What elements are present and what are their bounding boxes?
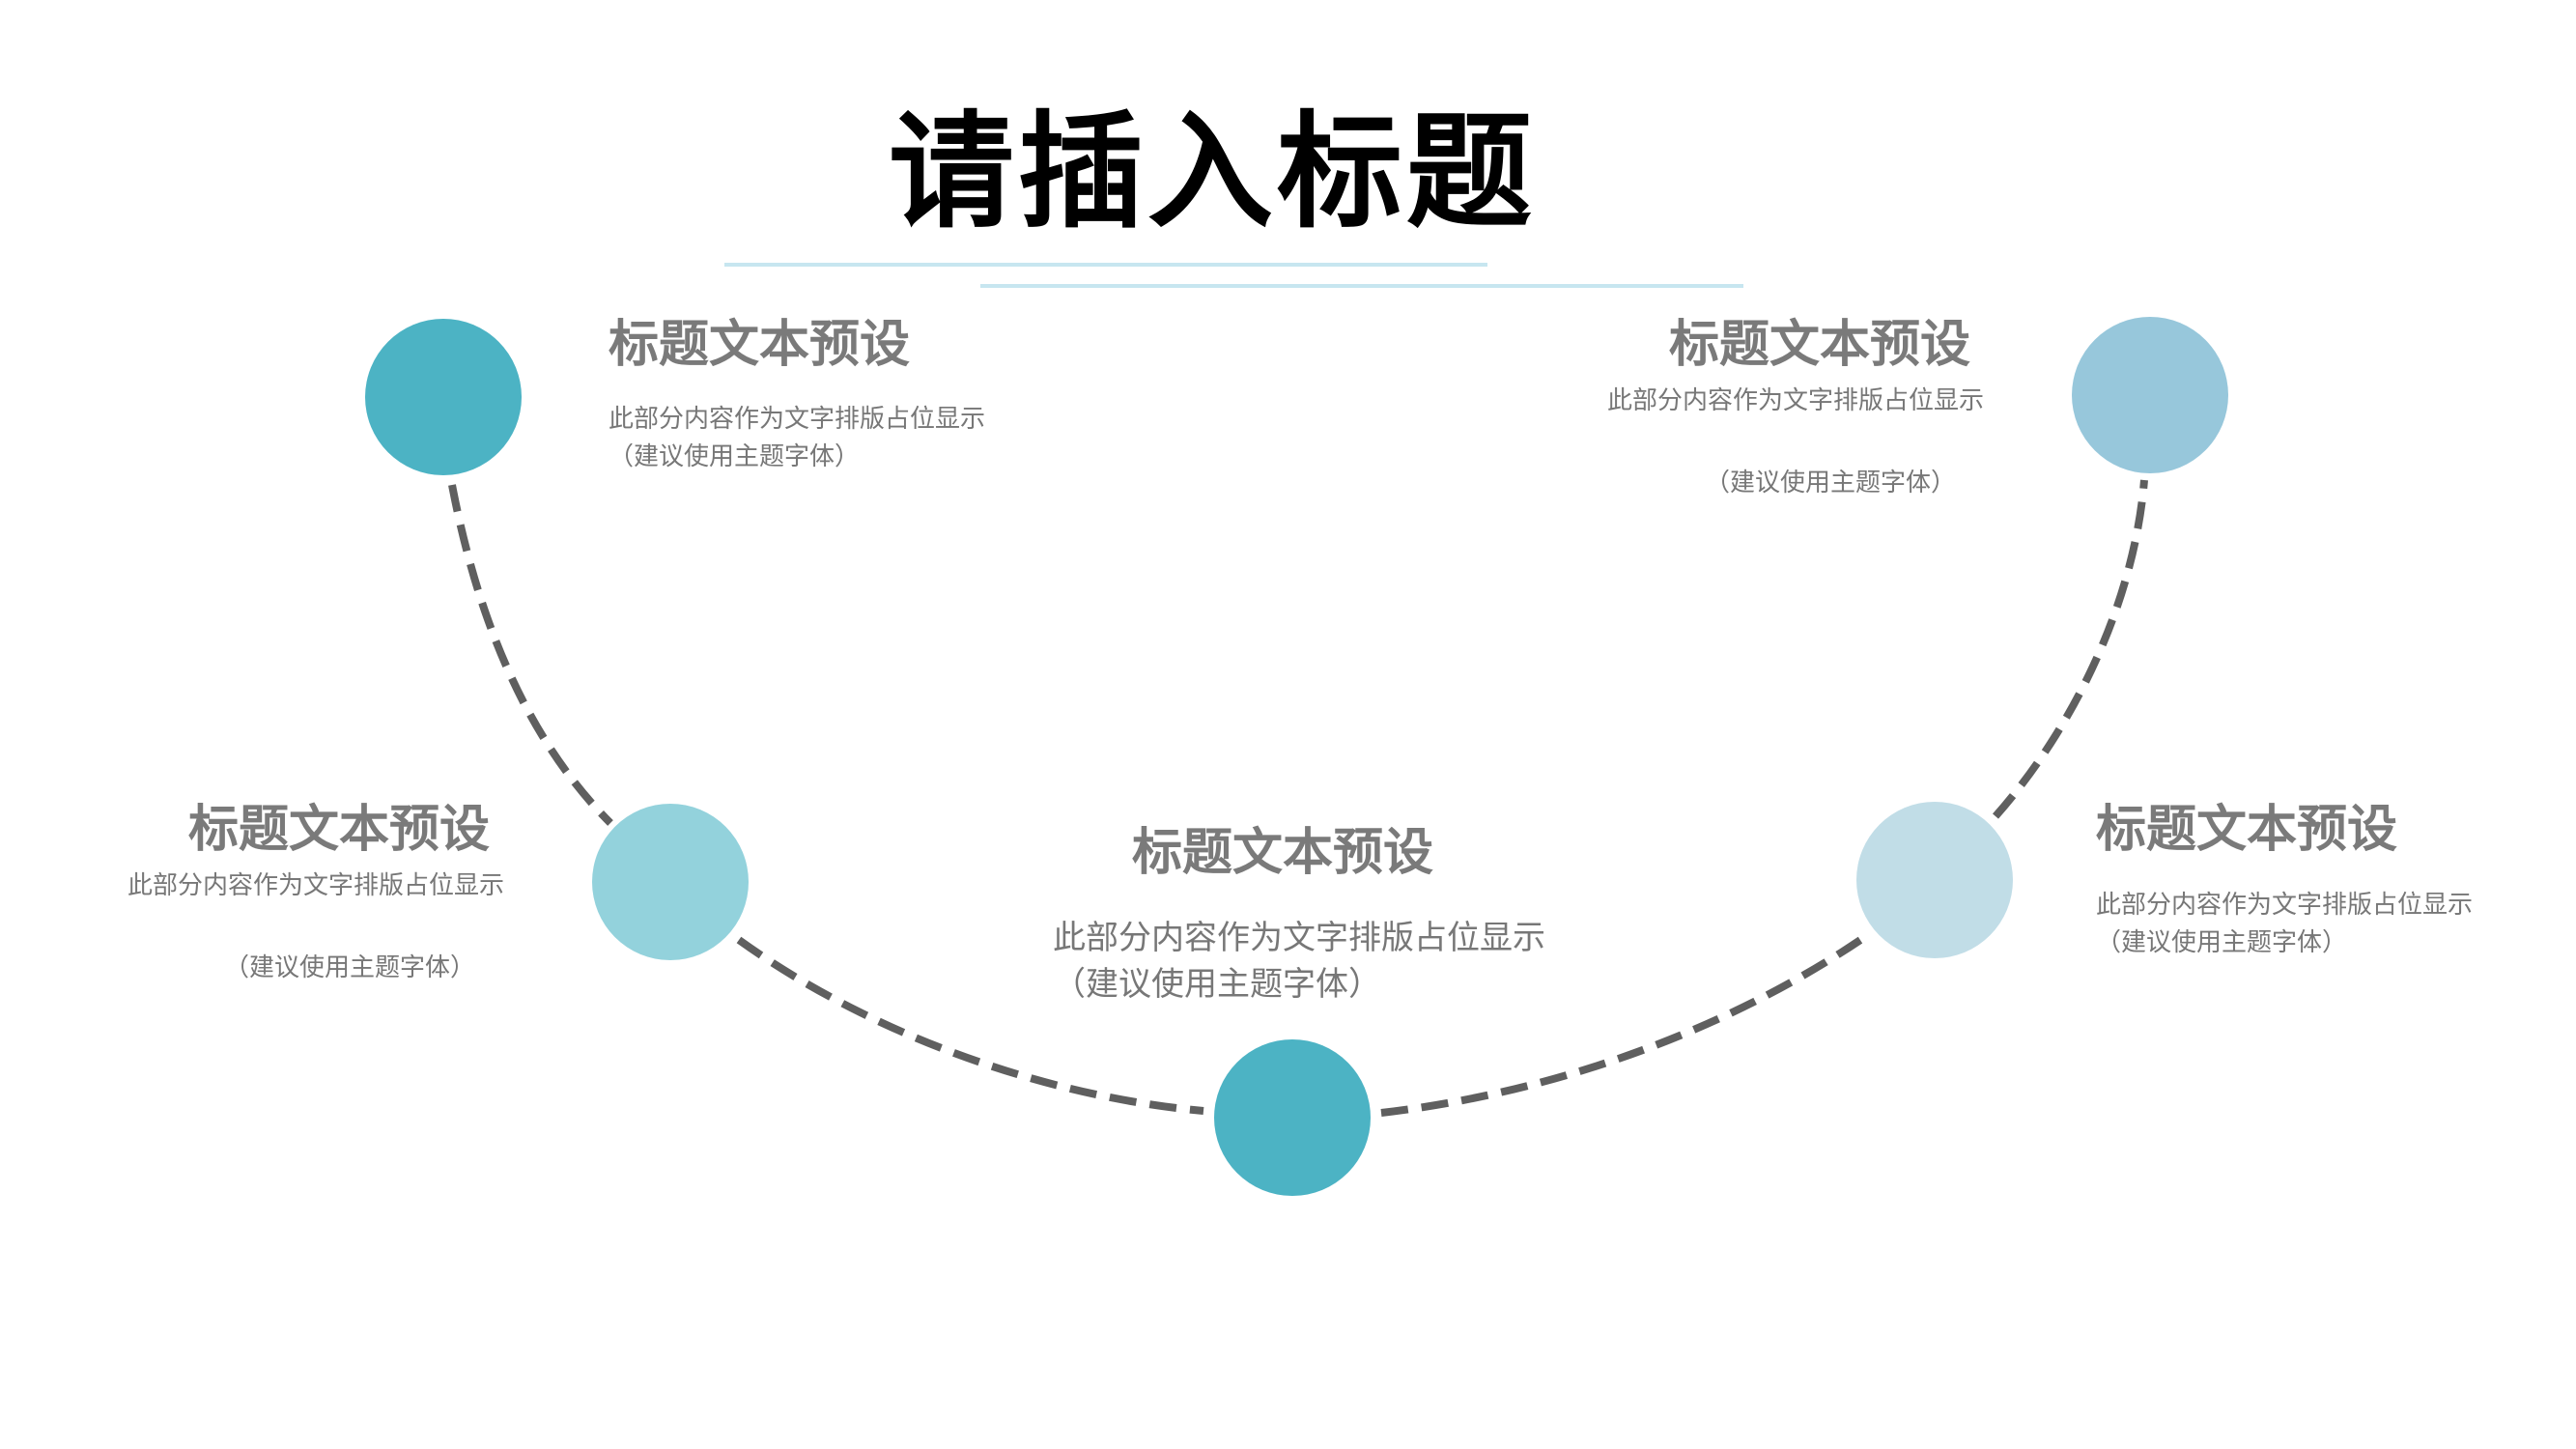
item-3-title: 标题文本预设: [1132, 824, 1434, 882]
item-1-note: （建议使用主题字体）: [609, 442, 861, 471]
item-5-note: （建议使用主题字体）: [1705, 469, 1957, 497]
item-4-title: 标题文本预设: [2096, 801, 2398, 859]
connector-3-4: [1380, 930, 1872, 1117]
item-1-title: 标题文本预设: [609, 316, 911, 374]
title-rule-top: [724, 263, 1487, 267]
item-2-desc: 此部分内容作为文字排版占位显示: [127, 871, 504, 900]
node-5: [2072, 317, 2228, 473]
page-title: 请插入标题: [888, 99, 1536, 245]
item-5-desc: 此部分内容作为文字排版占位显示: [1606, 386, 1984, 415]
connector-1-2: [448, 484, 613, 826]
node-4: [1856, 802, 2013, 958]
node-2: [592, 804, 749, 960]
item-2-note: （建议使用主题字体）: [224, 953, 476, 982]
node-3: [1214, 1039, 1371, 1196]
item-2-title: 标题文本预设: [188, 801, 491, 859]
connector-2-3: [736, 936, 1204, 1115]
connector-4-5: [1993, 479, 2148, 819]
title-rule-bottom: [980, 284, 1743, 288]
item-5-title: 标题文本预设: [1669, 316, 1971, 374]
item-4-note: （建议使用主题字体）: [2096, 928, 2348, 957]
item-3-desc: 此部分内容作为文字排版占位显示: [1053, 919, 1545, 957]
node-1: [365, 319, 522, 475]
item-3-note: （建议使用主题字体）: [1053, 965, 1381, 1004]
item-1-desc: 此部分内容作为文字排版占位显示: [609, 405, 986, 434]
item-4-desc: 此部分内容作为文字排版占位显示: [2096, 891, 2474, 920]
